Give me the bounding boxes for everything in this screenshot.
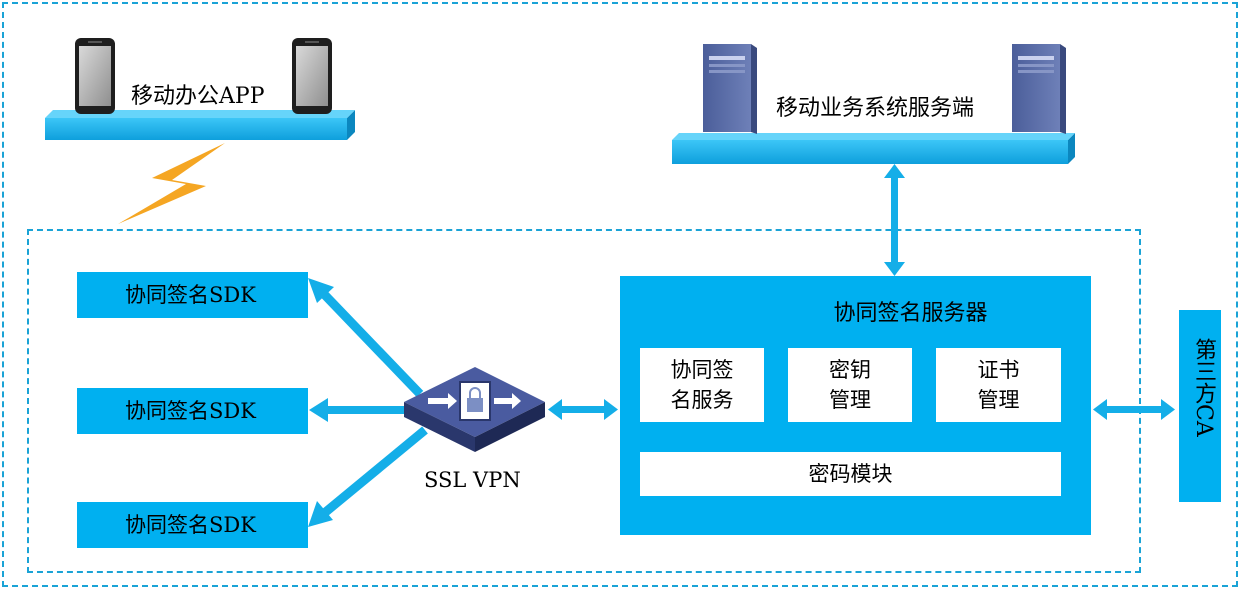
- phone-icon: [75, 38, 115, 114]
- vpn-server-arrow: [548, 399, 618, 420]
- crypto-module: 密码模块: [640, 452, 1061, 496]
- module-key-management: 密钥管理: [788, 348, 912, 422]
- sdk-box: 协同签名SDK: [77, 388, 308, 434]
- server-ca-arrow: [1093, 399, 1175, 420]
- vpn-sdk-arrow-middle: [309, 398, 408, 422]
- wireless-link-icon: [118, 143, 225, 224]
- phone-icon: [292, 38, 332, 114]
- module-label: 密钥管理: [829, 358, 871, 412]
- server-title: 协同签名服务器: [833, 301, 988, 326]
- sdk-label: 协同签名SDK: [125, 399, 256, 423]
- sdk-label: 协同签名SDK: [125, 513, 256, 537]
- ca-label: 第三方CA: [1191, 338, 1216, 437]
- vpn-sdk-arrow-bottom: [308, 426, 428, 527]
- third-party-ca-box: 第三方CA: [1179, 310, 1221, 502]
- module-label: 协同签名服务: [670, 358, 734, 412]
- vpn-sdk-arrow-top: [308, 278, 424, 398]
- mobile-app-label: 移动办公APP: [131, 84, 265, 109]
- sdk-box: 协同签名SDK: [77, 502, 308, 548]
- vpn-label: SSL VPN: [424, 468, 521, 492]
- sdk-label: 协同签名SDK: [125, 283, 256, 307]
- inner-boundary: [27, 229, 1141, 573]
- backend-platform-bar: [672, 133, 1075, 164]
- server-icon: [703, 44, 757, 134]
- backend-label: 移动业务系统服务端: [776, 96, 975, 121]
- crypto-module-label: 密码模块: [808, 462, 893, 486]
- mobile-platform-bar: [45, 110, 355, 140]
- module-label: 证书管理: [977, 358, 1020, 412]
- backend-server-arrow: [884, 164, 905, 276]
- vpn-device-icon: [404, 367, 545, 452]
- sdk-box: 协同签名SDK: [77, 272, 308, 318]
- module-collab-signing: 协同签名服务: [640, 348, 764, 422]
- module-cert-management: 证书管理: [936, 348, 1061, 422]
- server-icon: [1012, 44, 1066, 134]
